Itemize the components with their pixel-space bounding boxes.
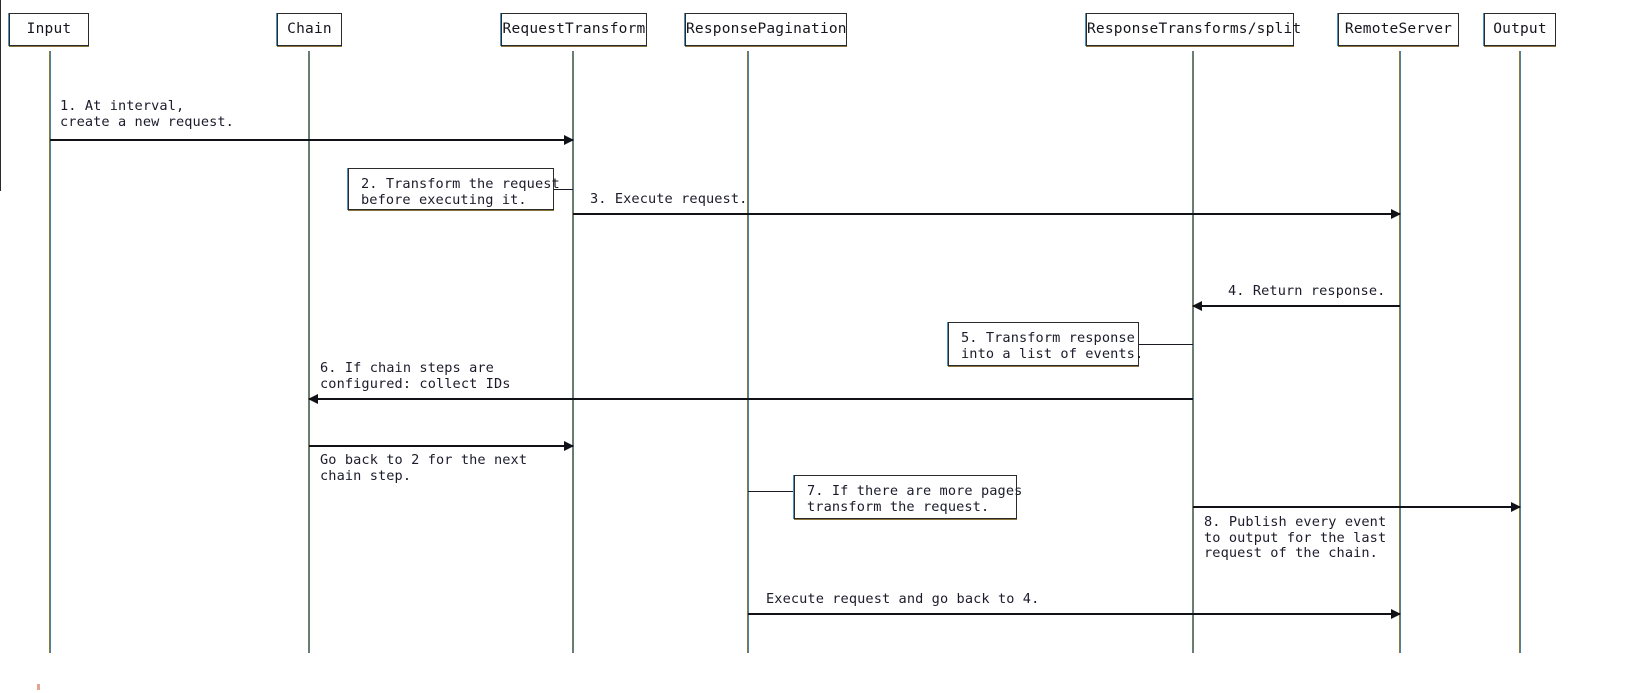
message-label-execute-go-back-to-4: Execute request and go back to 4. [766,591,1040,607]
participant-label-responsepagination: ResponsePagination [686,21,847,37]
message-arrow-go-back-to-2[interactable] [309,440,574,451]
arrowhead-right-icon [1511,501,1521,512]
arrowhead-left-icon [308,393,318,404]
message-label-go-back-to-2: Go back to 2 for the next chain step. [320,452,528,484]
note-2-transform-request: 2. Transform the request before executin… [348,168,560,210]
message-arrow-3[interactable] [573,208,1401,219]
note-connector-2 [554,189,573,191]
participant-label-chain: Chain [287,21,332,37]
participant-chain[interactable]: Chain [277,13,342,46]
participant-requesttransform[interactable]: RequestTransform [501,13,647,46]
lifeline-responsetransforms-split [1192,51,1194,653]
message-arrow-1[interactable] [50,134,574,145]
message-arrow-execute-go-back-to-4[interactable] [748,608,1401,619]
arrowhead-right-icon [1391,208,1401,219]
participant-label-requesttransform: RequestTransform [502,21,646,37]
participant-input[interactable]: Input [9,13,89,46]
participant-label-input: Input [26,21,72,37]
participant-label-responsetransforms-split: ResponseTransforms/split [1087,21,1302,37]
participant-responsetransforms-split[interactable]: ResponseTransforms/split [1086,13,1301,46]
canvas-speck-artifact [37,684,40,690]
participant-label-remoteserver: RemoteServer [1344,21,1453,37]
message-label-1: 1. At interval, create a new request. [60,98,234,130]
participant-responsepagination[interactable]: ResponsePagination [685,13,847,46]
note-7-more-pages: 7. If there are more pages transform the… [794,475,1022,519]
arrowhead-right-icon [564,134,574,145]
arrowhead-right-icon [564,440,574,451]
participant-label-output: Output [1493,21,1547,37]
message-arrow-4[interactable] [1192,300,1400,311]
lifeline-remoteserver [1399,51,1401,653]
message-label-3: 3. Execute request. [590,191,748,207]
message-label-8: 8. Publish every event to output for the… [1204,514,1387,562]
lifeline-responsepagination [747,51,749,653]
note-connector-5 [1139,344,1193,346]
message-label-4: 4. Return response. [1228,283,1386,299]
message-arrow-8[interactable] [1193,501,1521,512]
lifeline-output [1519,51,1521,653]
participant-remoteserver[interactable]: RemoteServer [1338,13,1459,46]
note-connector-7 [748,491,794,493]
participant-output[interactable]: Output [1484,13,1556,46]
message-arrow-6[interactable] [308,393,1193,404]
canvas-edge-artifact [0,0,1,191]
arrowhead-right-icon [1391,608,1401,619]
lifeline-requesttransform [572,51,574,653]
message-label-6: 6. If chain steps are configured: collec… [320,360,511,392]
note-5-transform-response: 5. Transform response into a list of eve… [948,322,1143,366]
lifeline-input [49,51,51,653]
arrowhead-left-icon [1192,300,1202,311]
lifeline-chain [308,51,310,653]
